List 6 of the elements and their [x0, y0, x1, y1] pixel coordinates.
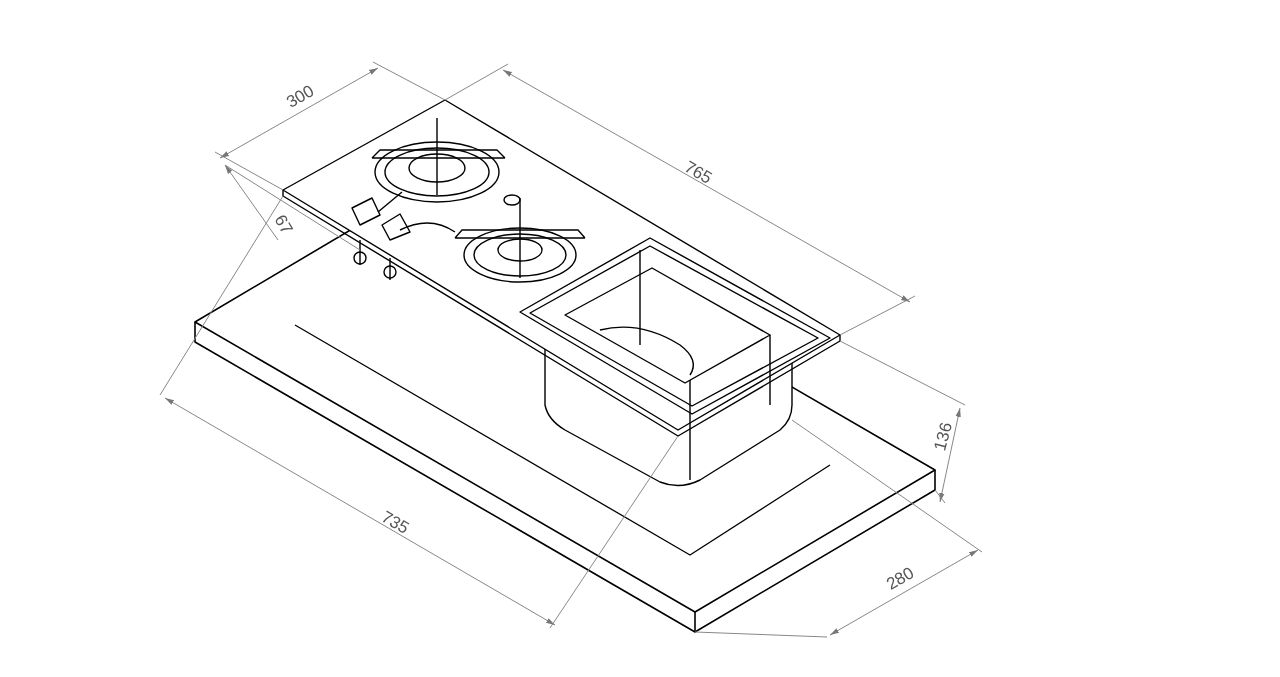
dimension-label: 136 — [931, 420, 956, 452]
dimension-label: 300 — [283, 81, 317, 111]
dimension-label: 765 — [681, 157, 715, 187]
dimension-label: 67 — [270, 211, 296, 237]
dimension-label: 735 — [378, 507, 412, 537]
dimension-label: 280 — [883, 563, 917, 593]
